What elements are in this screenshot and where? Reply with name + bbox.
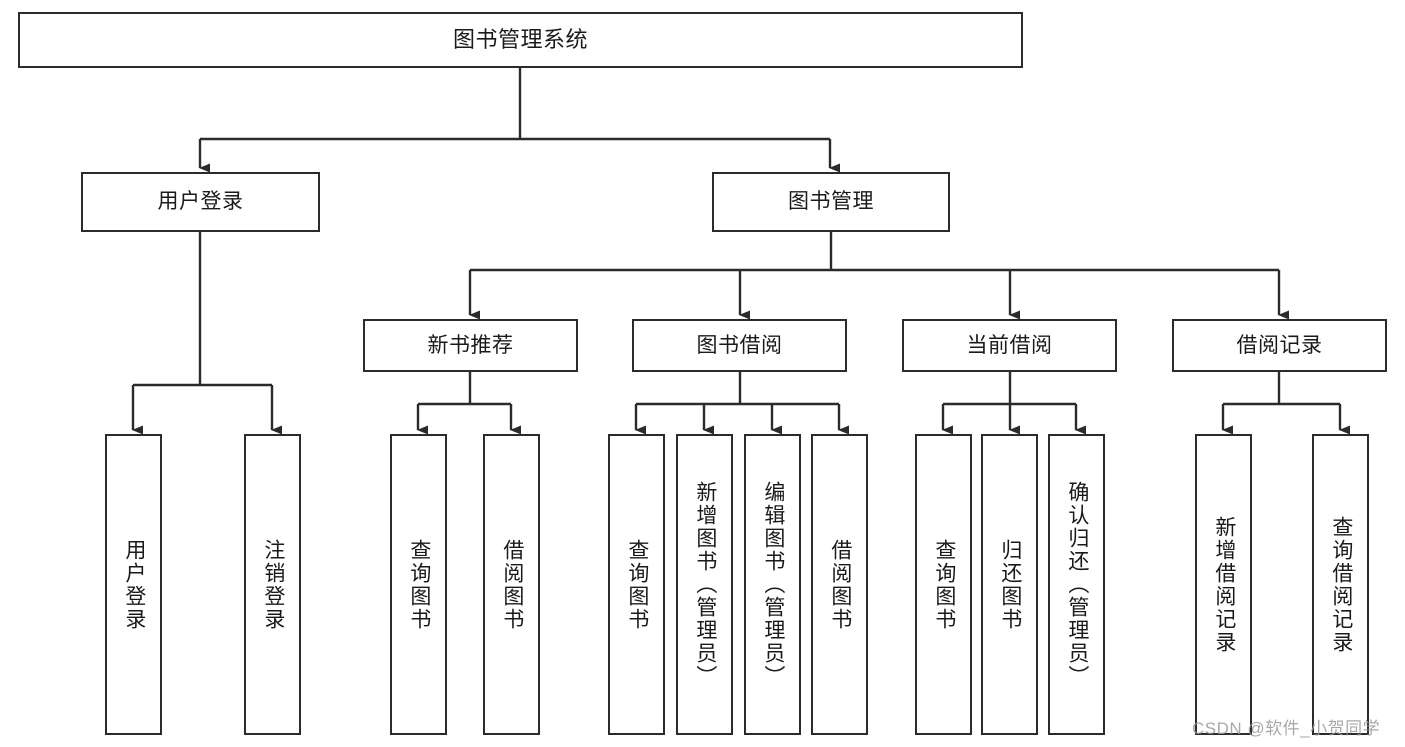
node-leaf-query-book-rec-label: 查询图书	[407, 538, 431, 631]
connectors-root-to-level2	[198, 68, 840, 173]
connectors-currentborrow-to-leaves	[941, 372, 1086, 435]
node-leaf-query-book-borrow[interactable]: 查询图书	[608, 434, 665, 735]
node-leaf-query-book-borrow-label: 查询图书	[625, 538, 649, 631]
node-current-borrow[interactable]: 当前借阅	[902, 319, 1117, 372]
node-new-book-recommend-label: 新书推荐	[427, 333, 514, 357]
connectors-newbook-to-leaves	[416, 372, 521, 435]
node-book-borrow[interactable]: 图书借阅	[632, 319, 847, 372]
connectors-borrowrecord-to-leaves	[1221, 372, 1350, 435]
node-book-borrow-label: 图书借阅	[696, 333, 783, 357]
csdn-watermark: CSDN @软件_小贺同学	[1192, 719, 1381, 738]
node-leaf-edit-book[interactable]: 编辑图书（管理员）	[744, 434, 801, 735]
node-leaf-logout-label: 注销登录	[261, 538, 285, 631]
node-book-management-label: 图书管理	[788, 190, 874, 214]
connectors-bookborrow-to-leaves	[634, 372, 849, 435]
node-borrow-record[interactable]: 借阅记录	[1172, 319, 1387, 372]
node-book-management[interactable]: 图书管理	[712, 172, 950, 232]
node-leaf-confirm-return-label: 确认归还（管理员）	[1065, 481, 1089, 688]
node-user-login[interactable]: 用户登录	[81, 172, 320, 232]
node-leaf-user-login[interactable]: 用户登录	[105, 434, 162, 735]
node-root-system[interactable]: 图书管理系统	[18, 12, 1023, 68]
node-leaf-add-book[interactable]: 新增图书（管理员）	[676, 434, 733, 735]
node-user-login-label: 用户登录	[157, 190, 244, 214]
node-leaf-confirm-return[interactable]: 确认归还（管理员）	[1048, 434, 1105, 735]
node-leaf-query-book-rec[interactable]: 查询图书	[390, 434, 447, 735]
node-leaf-borrow-book-rec[interactable]: 借阅图书	[483, 434, 540, 735]
node-leaf-logout[interactable]: 注销登录	[244, 434, 301, 735]
connectors-userlogin-to-leaves	[131, 232, 282, 435]
node-leaf-query-book-current-label: 查询图书	[932, 538, 956, 631]
node-leaf-add-book-label: 新增图书（管理员）	[693, 481, 717, 688]
node-borrow-record-label: 借阅记录	[1236, 333, 1323, 357]
node-leaf-edit-book-label: 编辑图书（管理员）	[761, 481, 785, 688]
node-leaf-user-login-label: 用户登录	[122, 538, 146, 631]
node-leaf-borrow-book-rec-label: 借阅图书	[500, 538, 524, 631]
node-leaf-query-book-current[interactable]: 查询图书	[915, 434, 972, 735]
node-leaf-add-borrow-record-label: 新增借阅记录	[1212, 515, 1236, 654]
node-leaf-borrow-book[interactable]: 借阅图书	[811, 434, 868, 735]
node-new-book-recommend[interactable]: 新书推荐	[363, 319, 578, 372]
node-leaf-borrow-book-label: 借阅图书	[828, 538, 852, 631]
node-leaf-query-borrow-record[interactable]: 查询借阅记录	[1312, 434, 1369, 735]
node-leaf-return-book-label: 归还图书	[998, 538, 1022, 631]
node-current-borrow-label: 当前借阅	[966, 333, 1053, 357]
connectors-bookmgmt-to-level3	[468, 232, 1289, 320]
node-leaf-return-book[interactable]: 归还图书	[981, 434, 1038, 735]
node-root-label: 图书管理系统	[452, 26, 588, 52]
node-leaf-query-borrow-record-label: 查询借阅记录	[1329, 515, 1353, 654]
node-leaf-add-borrow-record[interactable]: 新增借阅记录	[1195, 434, 1252, 735]
